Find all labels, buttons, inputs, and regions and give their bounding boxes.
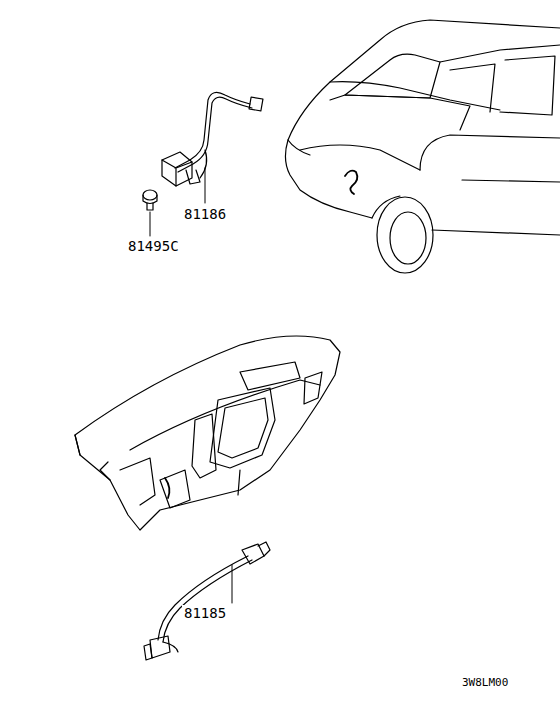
van-outline xyxy=(285,20,560,273)
figure-code: 3W8LM00 xyxy=(460,676,510,689)
callout-number: 81186 xyxy=(182,206,228,222)
callout-number: 81495C xyxy=(126,238,181,254)
cable-harness xyxy=(144,542,270,660)
bolt xyxy=(143,190,157,210)
wiring-harness xyxy=(162,92,263,186)
leader-line xyxy=(150,168,232,603)
callout-number: 81185 xyxy=(182,605,228,621)
instrument-panel xyxy=(75,336,340,530)
